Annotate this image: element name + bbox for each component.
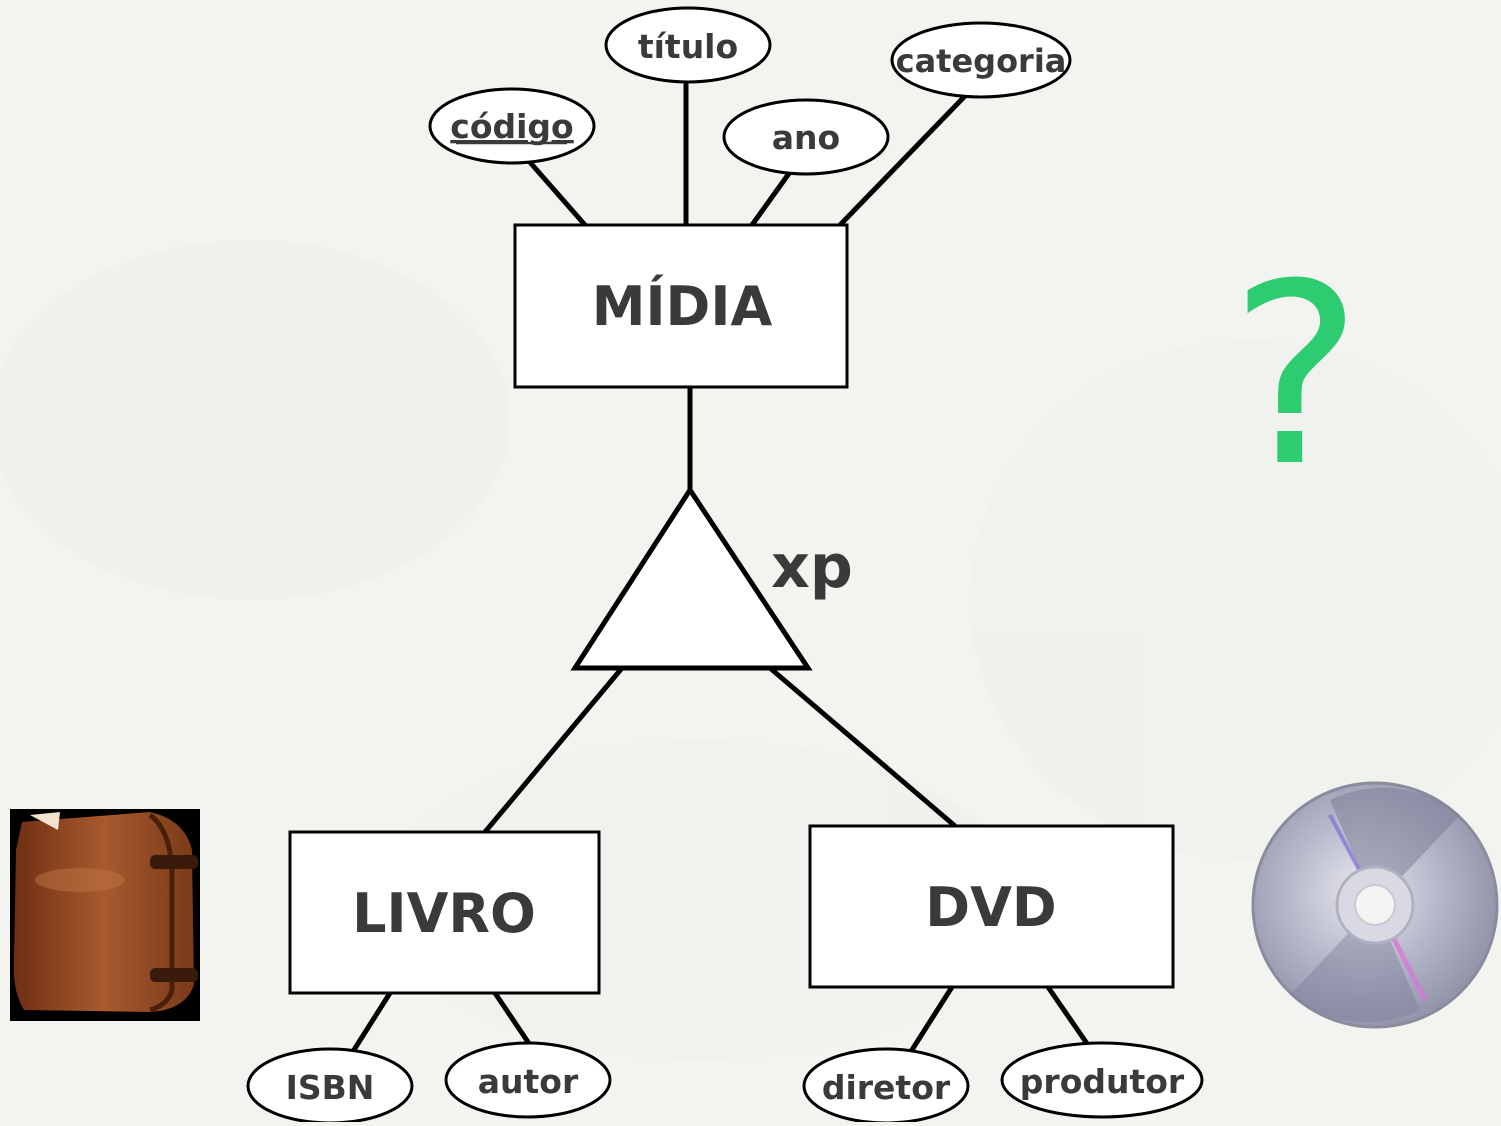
connector-diretor: [907, 985, 955, 1055]
attribute-diretor-label: diretor: [822, 1068, 951, 1107]
attribute-produtor-label: produtor: [1020, 1062, 1185, 1101]
specialization-triangle[interactable]: [570, 485, 813, 671]
attribute-ano-label: ano: [772, 118, 840, 157]
attribute-produtor[interactable]: produtor: [1000, 1041, 1204, 1119]
entity-livro-label: LIVRO: [352, 882, 536, 945]
attribute-categoria-label: categoria: [896, 42, 1067, 80]
attribute-categoria[interactable]: categoria: [890, 21, 1072, 99]
dvd-disc-icon: [1251, 781, 1499, 1029]
entity-dvd-label: DVD: [925, 876, 1056, 939]
attribute-ano[interactable]: ano: [722, 98, 890, 176]
entity-dvd[interactable]: DVD: [808, 824, 1175, 989]
attribute-codigo[interactable]: código: [428, 87, 596, 165]
attribute-isbn-label: ISBN: [286, 1068, 375, 1107]
connector-ano: [749, 170, 793, 227]
entity-midia-label: MÍDIA: [592, 275, 773, 338]
connector-categoria: [838, 94, 967, 227]
entity-livro[interactable]: LIVRO: [288, 830, 601, 995]
connector-autor: [492, 991, 533, 1047]
connector-produtor: [1045, 985, 1091, 1047]
attribute-titulo[interactable]: título: [604, 6, 772, 84]
connector-spec-livro: [483, 666, 624, 834]
attribute-autor-label: autor: [478, 1062, 579, 1101]
specialization-label: xp: [771, 532, 853, 602]
attribute-isbn[interactable]: ISBN: [246, 1047, 414, 1125]
connector-isbn: [349, 991, 393, 1055]
attribute-autor[interactable]: autor: [444, 1041, 612, 1119]
connectors: [349, 82, 1091, 1055]
attribute-diretor[interactable]: diretor: [802, 1047, 970, 1125]
attribute-titulo-label: título: [638, 27, 738, 66]
connector-spec-dvd: [768, 666, 957, 828]
attribute-codigo-label: código: [450, 107, 573, 146]
question-mark: ?: [1230, 230, 1363, 521]
entity-midia[interactable]: MÍDIA: [513, 223, 849, 389]
connector-codigo: [526, 158, 587, 227]
book-icon: [10, 809, 200, 1021]
